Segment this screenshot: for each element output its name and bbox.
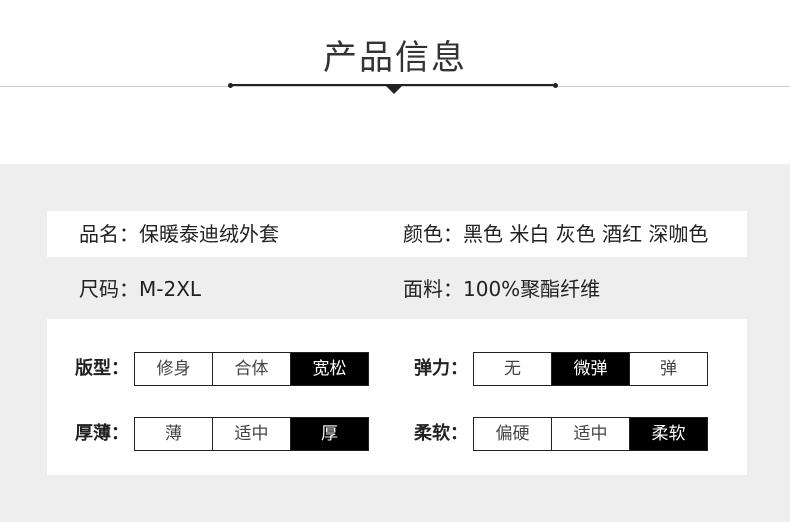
page-title: 产品信息 xyxy=(323,38,467,78)
option-softness-soft-selected: 柔软 xyxy=(629,418,707,450)
info-row-1: 品名：保暖泰迪绒外套 颜色：黑色 米白 灰色 酒红 深咖色 xyxy=(47,211,747,257)
attribute-label: 弹力： xyxy=(414,358,468,379)
option-stretch-elastic: 弹 xyxy=(629,353,707,385)
option-fit-regular: 合体 xyxy=(212,353,290,385)
attribute-options: 偏硬 适中 柔软 xyxy=(473,417,708,451)
option-thickness-thin: 薄 xyxy=(135,418,212,450)
attribute-options: 薄 适中 厚 xyxy=(134,417,369,451)
underline-notch-icon xyxy=(386,86,402,94)
attribute-fit: 版型： 修身 合体 宽松 xyxy=(75,352,375,386)
title-underline xyxy=(230,84,556,86)
option-stretch-none: 无 xyxy=(474,353,551,385)
underline-right-dot xyxy=(553,83,558,88)
option-softness-medium: 适中 xyxy=(551,418,629,450)
product-size: 尺码：M-2XL xyxy=(79,277,202,301)
attribute-thickness: 厚薄： 薄 适中 厚 xyxy=(75,417,375,451)
option-fit-slim: 修身 xyxy=(135,353,212,385)
attribute-panel: 版型： 修身 合体 宽松 弹力： 无 微弹 弹 厚薄： 薄 适中 厚 柔软： 偏… xyxy=(47,319,747,475)
attribute-label: 版型： xyxy=(75,358,129,379)
underline-left-dot xyxy=(228,83,233,88)
product-colors: 颜色：黑色 米白 灰色 酒红 深咖色 xyxy=(403,222,709,246)
attribute-stretch: 弹力： 无 微弹 弹 xyxy=(414,352,714,386)
info-row-2: 尺码：M-2XL 面料：100%聚酯纤维 xyxy=(47,266,747,312)
header-section: 产品信息 xyxy=(0,0,790,164)
product-fabric: 面料：100%聚酯纤维 xyxy=(403,277,601,301)
attribute-label: 厚薄： xyxy=(75,423,129,444)
attribute-options: 无 微弹 弹 xyxy=(473,352,708,386)
attribute-options: 修身 合体 宽松 xyxy=(134,352,369,386)
option-softness-firm: 偏硬 xyxy=(474,418,551,450)
option-thickness-medium: 适中 xyxy=(212,418,290,450)
option-fit-loose-selected: 宽松 xyxy=(290,353,368,385)
option-stretch-slight-selected: 微弹 xyxy=(551,353,629,385)
attribute-label: 柔软： xyxy=(414,423,468,444)
attribute-softness: 柔软： 偏硬 适中 柔软 xyxy=(414,417,714,451)
product-name: 品名：保暖泰迪绒外套 xyxy=(79,222,279,246)
option-thickness-thick-selected: 厚 xyxy=(290,418,368,450)
